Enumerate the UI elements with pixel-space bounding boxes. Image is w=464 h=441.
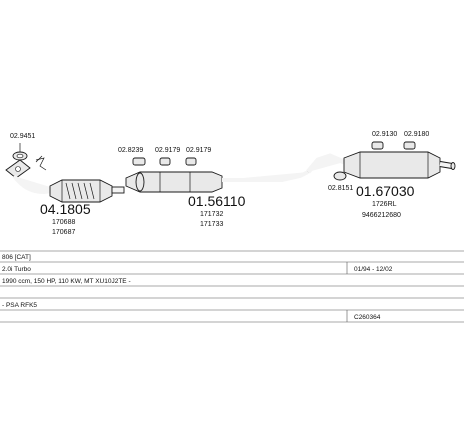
rear-silencer-ref-1: 1726RL: [372, 201, 397, 208]
catalyst-part-number: 04.1805: [40, 201, 91, 217]
spring-clamp-icon: [35, 155, 47, 171]
vehicle-code: C260364: [354, 314, 381, 321]
middle-silencer-icon: [125, 171, 223, 193]
hanger-part-number-2: 02.9179: [155, 147, 180, 154]
catalyst-ref-1: 170688: [52, 219, 75, 226]
rear-silencer-icon: [343, 151, 441, 179]
vehicle-model: 806 [CAT]: [2, 254, 31, 261]
rear-hanger-part-number-3: 02.8151: [328, 185, 353, 192]
rear-silencer-part-number: 01.67030: [356, 183, 415, 199]
hanger-part-number-1: 02.8239: [118, 147, 143, 154]
middle-silencer-ref-1: 171732: [200, 211, 223, 218]
rear-silencer-assembly: 02.9130 02.9180 02.8151 01.67030 1726RL …: [306, 131, 456, 219]
gasket-part-number: 02.9451: [10, 133, 35, 140]
catalyst-assembly: 02.9451 04.1805 170688 170687: [5, 133, 125, 236]
middle-silencer-ref-2: 171733: [200, 221, 223, 228]
flange-icon: [5, 159, 31, 179]
rear-hanger-part-number-2: 02.9180: [404, 131, 429, 138]
rubber-hanger-icon: [333, 171, 347, 181]
rubber-hanger-icon: [185, 157, 197, 166]
catalyst-ref-2: 170687: [52, 229, 75, 236]
vehicle-engine: 2.0i Turbo: [2, 266, 31, 273]
catalytic-converter-icon: [49, 179, 113, 203]
tailpipe-icon: [439, 161, 456, 170]
vehicle-info-table: 806 [CAT] 2.0i Turbo 01/94 - 12/02 1990 …: [0, 250, 464, 323]
rear-silencer-ref-2: 9466212680: [362, 212, 401, 219]
rubber-hanger-icon: [403, 141, 416, 150]
rubber-hanger-icon: [132, 157, 146, 166]
rubber-hanger-icon: [159, 157, 171, 166]
rear-hanger-part-number-1: 02.9130: [372, 131, 397, 138]
middle-silencer-assembly: 02.8239 02.9179 02.9179 01.56110 171732 …: [118, 147, 309, 228]
middle-silencer-part-number: 01.56110: [188, 193, 246, 209]
vehicle-specs: 1990 ccm, 150 HP, 110 KW, MT XU10J2TE -: [2, 278, 131, 285]
vehicle-period: 01/94 - 12/02: [354, 266, 393, 273]
gasket-icon: [12, 151, 28, 161]
rubber-hanger-icon: [371, 141, 384, 150]
vehicle-engine-code: - PSA RFK5: [2, 302, 37, 309]
hanger-part-number-3: 02.9179: [186, 147, 211, 154]
